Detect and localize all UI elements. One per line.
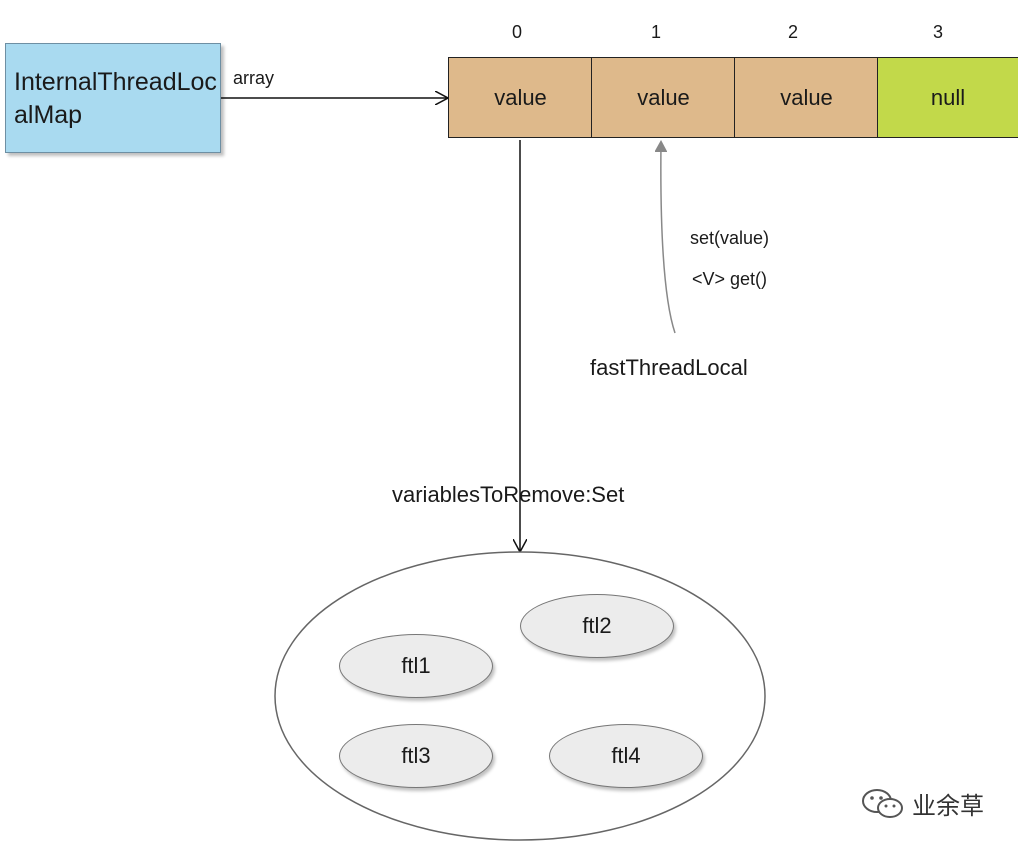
- watermark: 业余草: [860, 786, 984, 821]
- array-cell-0: value: [448, 57, 593, 138]
- internal-thread-local-map-box: InternalThreadLocalMap: [5, 43, 221, 153]
- watermark-text: 业余草: [912, 793, 984, 820]
- map-label: InternalThreadLocalMap: [14, 68, 217, 129]
- index-2: 2: [787, 22, 798, 42]
- ftl4-node: ftl4: [549, 724, 703, 788]
- wechat-icon: [862, 788, 903, 818]
- index-0: 0: [511, 22, 522, 42]
- array-cell-3: null: [877, 57, 1018, 138]
- ftl2-node: ftl2: [520, 594, 674, 658]
- cell-1-text: value: [637, 84, 690, 110]
- cell-3-text: null: [930, 84, 966, 110]
- cell-0-text: value: [494, 84, 547, 110]
- ftl3-node: ftl3: [339, 724, 493, 788]
- ftl2-label: ftl2: [582, 613, 612, 638]
- fast-thread-local-label: fastThreadLocal: [590, 355, 748, 380]
- ftl1-label: ftl1: [401, 653, 431, 678]
- ftl3-label: ftl3: [401, 743, 431, 768]
- index-3: 3: [932, 22, 943, 42]
- get-method-label: <V> get(): [692, 269, 768, 289]
- set-ellipse: [274, 551, 766, 841]
- set-method-label: set(value): [690, 228, 770, 248]
- cell-2-text: value: [780, 84, 833, 110]
- ftl4-label: ftl4: [611, 743, 641, 768]
- set-label: variablesToRemove:Set: [392, 482, 625, 507]
- array-label: array: [233, 68, 275, 88]
- ftl-access-arrow: [661, 142, 676, 334]
- ftl1-node: ftl1: [339, 634, 493, 698]
- array-cell-2: value: [734, 57, 879, 138]
- index-1: 1: [650, 22, 661, 42]
- array-cell-1: value: [591, 57, 736, 138]
